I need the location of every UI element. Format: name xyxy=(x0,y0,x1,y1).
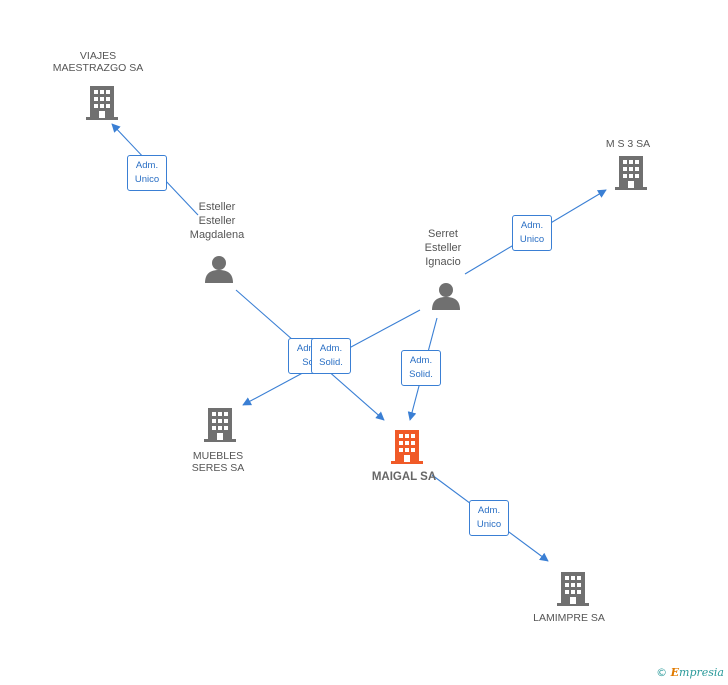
copyright-icon: © xyxy=(656,666,668,679)
building-icon-lamimpre[interactable] xyxy=(557,572,589,611)
empresia-logo: © Empresia xyxy=(656,666,724,679)
person-icon-ignacio[interactable] xyxy=(432,282,460,315)
person-label-ignacio: Serret Esteller Ignacio xyxy=(424,228,462,268)
role-badge-ignacio-muebles[interactable]: Adm.Solid. xyxy=(311,338,351,374)
person-label-magdalena: Esteller Esteller Magdalena xyxy=(189,201,245,241)
node-label-ms3: M S 3 SA xyxy=(605,138,651,150)
node-label-lamimpre: LAMIMPRE SA xyxy=(533,612,605,624)
node-label-muebles: MUEBLES SERES SA xyxy=(191,450,245,474)
node-label-viajes: VIAJES MAESTRAZGO SA xyxy=(52,50,144,74)
role-badge-ignacio-maigal[interactable]: Adm.Solid. xyxy=(401,350,441,386)
brand-e: E xyxy=(670,666,680,679)
person-icon-magdalena[interactable] xyxy=(205,255,233,288)
building-icon-viajes[interactable] xyxy=(86,86,118,125)
node-label-maigal: MAIGAL SA xyxy=(371,471,437,483)
role-badge-ignacio-ms3[interactable]: Adm.Unico xyxy=(512,215,552,251)
building-icon-muebles[interactable] xyxy=(204,408,236,447)
brand-name: mpresia xyxy=(679,666,724,679)
building-icon-maigal[interactable] xyxy=(391,430,423,469)
building-icon-ms3[interactable] xyxy=(615,156,647,195)
role-badge-maigal-lamimpre[interactable]: Adm.Unico xyxy=(469,500,509,536)
role-badge-magdalena-viajes[interactable]: Adm.Unico xyxy=(127,155,167,191)
